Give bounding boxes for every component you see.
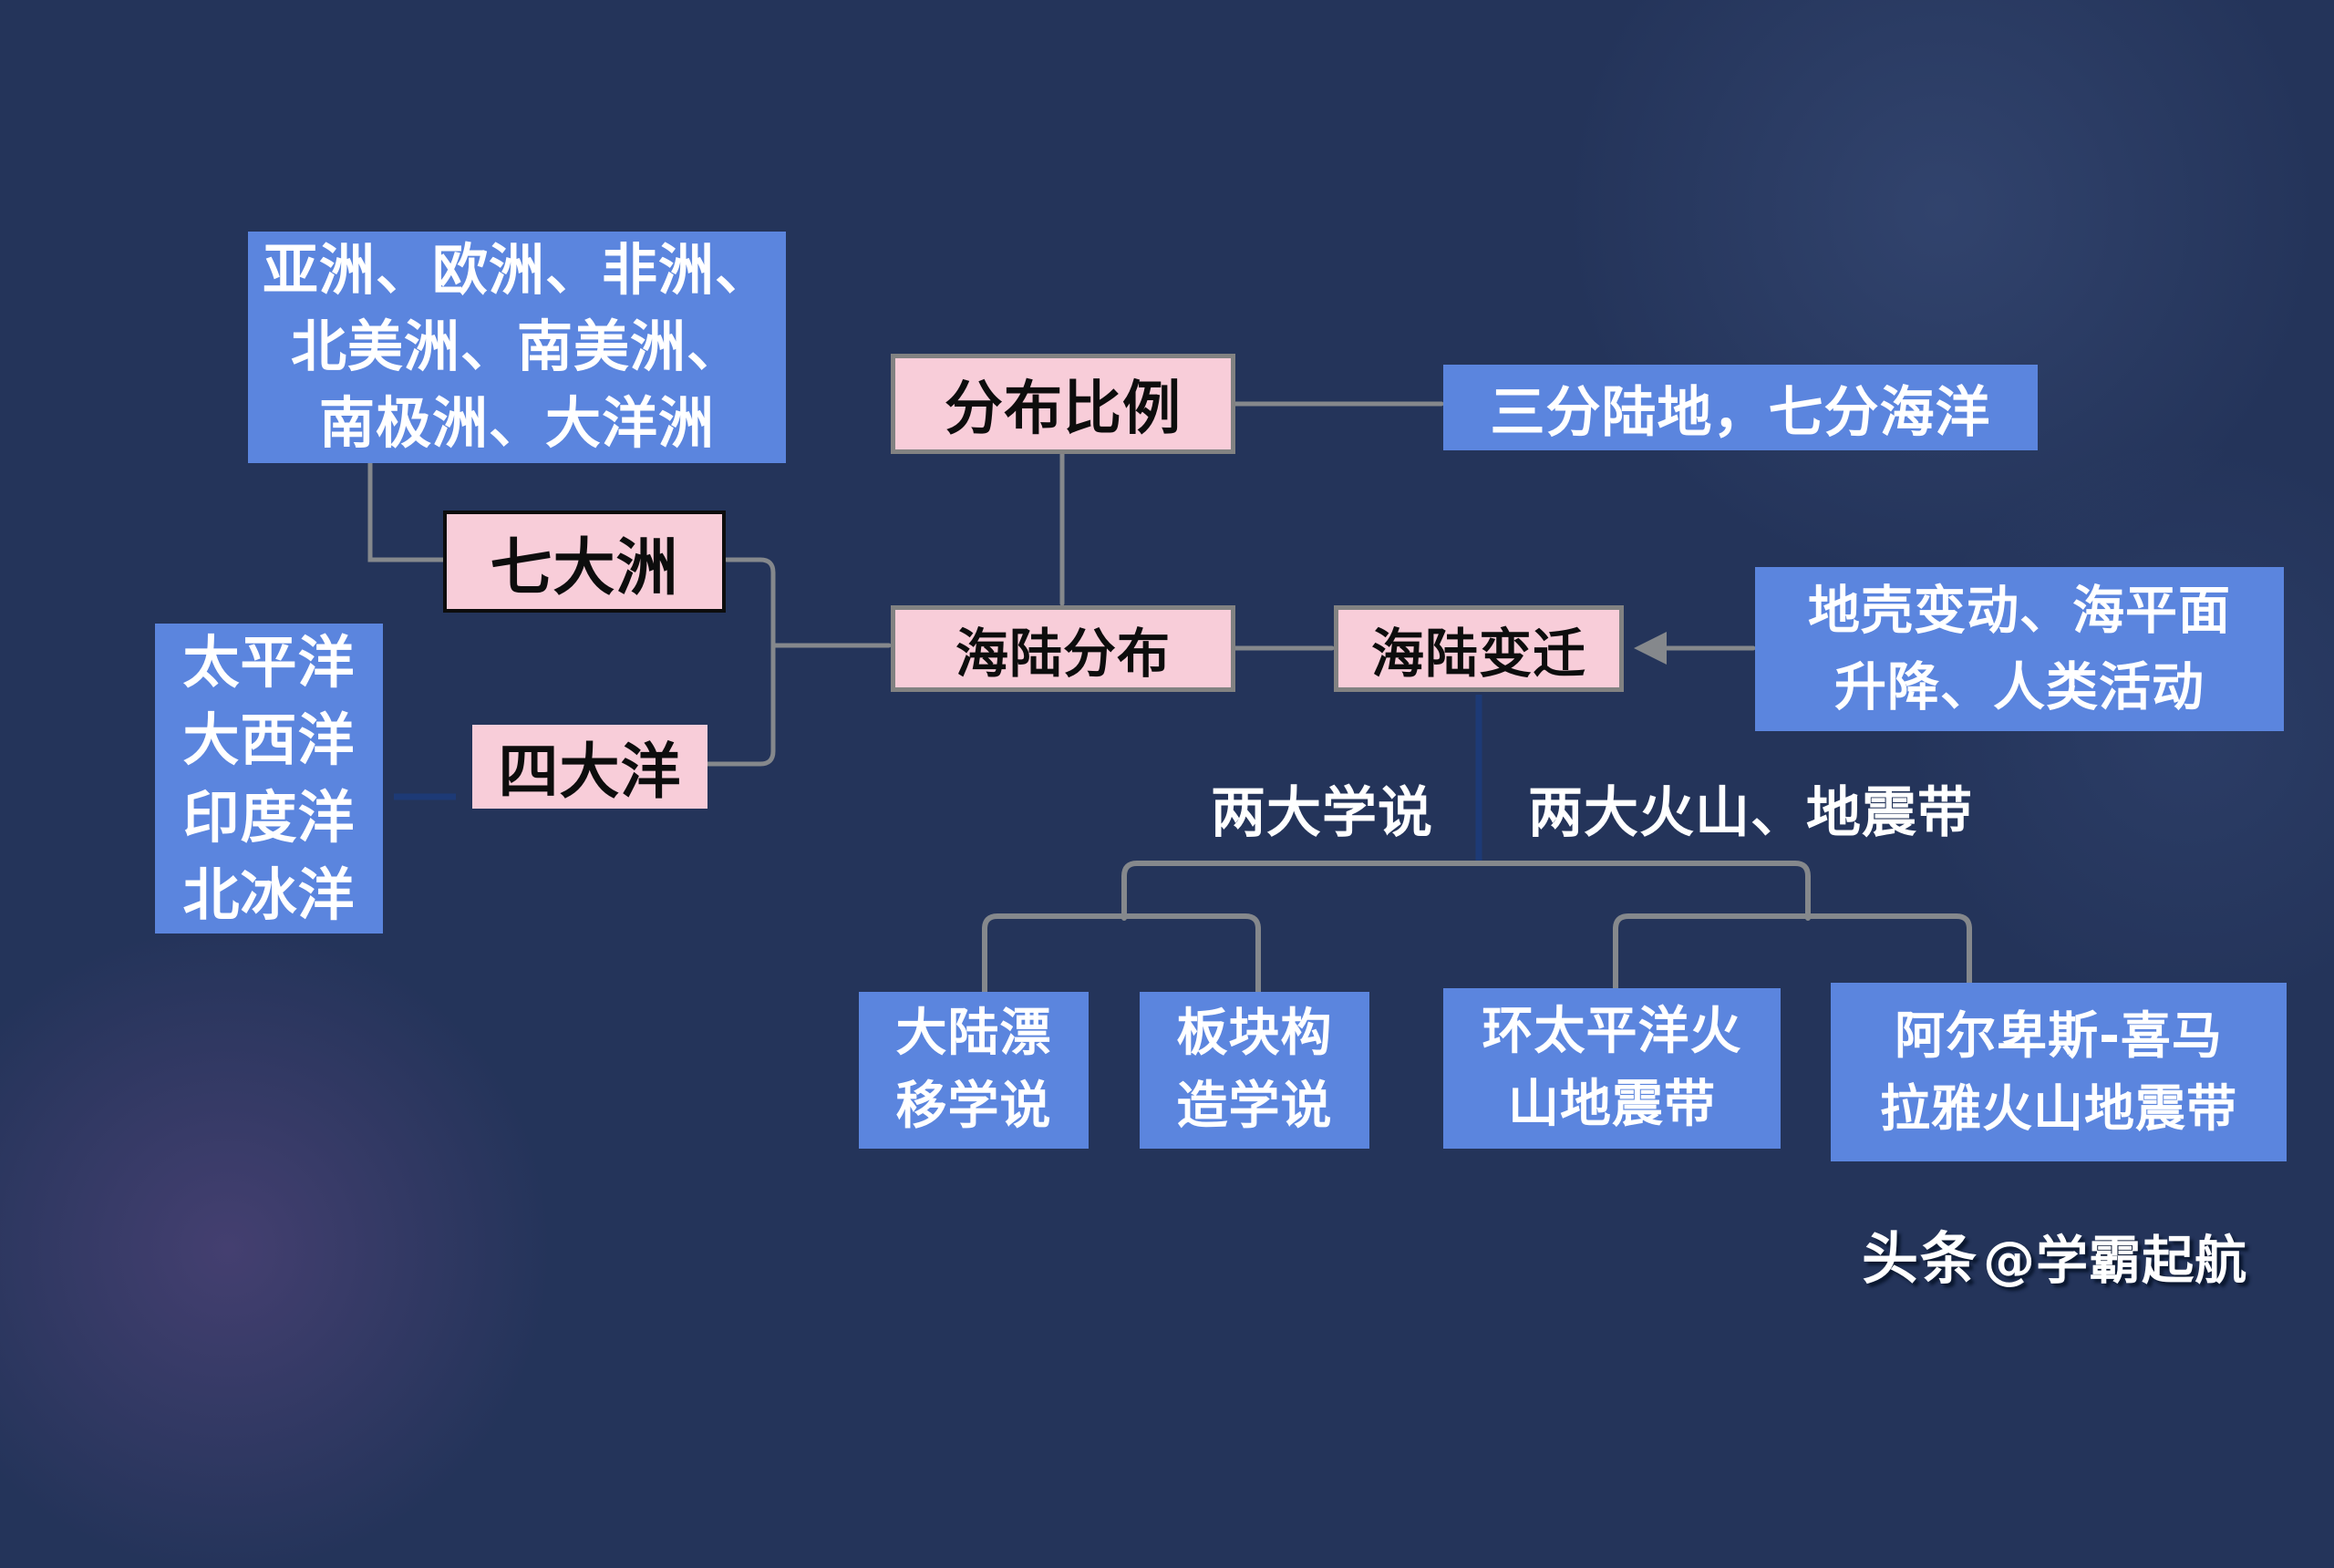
node-land-sea-change: 海陆变迁: [1334, 605, 1624, 692]
change-causes-line-2: 升降、人类活动: [1834, 657, 2205, 717]
continents-line-2: 北美洲、南美洲、: [290, 315, 743, 379]
node-land-sea-ratio: 三分陆地，七分海洋: [1443, 365, 2038, 450]
watermark-handle-text: @学霸起航: [1983, 1231, 2248, 1291]
four-oceans-label: 四大洋: [498, 737, 682, 807]
watermark-handle: @学霸起航: [1983, 1231, 2247, 1291]
continents-line-1: 亚洲、欧洲、非洲、: [262, 238, 771, 303]
change-causes-line-1: 地壳变动、海平面: [1808, 581, 2231, 641]
node-change-causes: 地壳变动、海平面 升降、人类活动: [1755, 567, 2284, 731]
node-alps-himalaya: 阿尔卑斯-喜马 拉雅火山地震带: [1831, 983, 2287, 1161]
alps-himalaya-line-1: 阿尔卑斯-喜马: [1895, 1006, 2223, 1065]
connector-continents-to-seven: [367, 460, 446, 562]
node-distribution-ratio: 分布比例: [891, 354, 1235, 454]
node-pacific-ring: 环太平洋火 山地震带: [1443, 988, 1781, 1149]
connector-brace-continents-oceans: [705, 557, 776, 767]
seven-continents-label: 七大洲: [490, 531, 679, 604]
label-two-belts: 两大火山、地震带: [1509, 769, 1992, 848]
node-plate-tectonics: 板块构 造学说: [1140, 992, 1369, 1149]
watermark: 头条 @学霸起航: [1862, 1212, 2299, 1295]
oceans-line-1: 太平洋: [182, 629, 356, 696]
node-oceans-list: 太平洋 大西洋 印度洋 北冰洋: [155, 624, 383, 934]
alps-himalaya-line-2: 拉雅火山地震带: [1879, 1079, 2237, 1138]
label-two-theories: 两大学说: [1185, 769, 1459, 848]
continents-line-3: 南极洲、大洋洲: [318, 391, 715, 456]
continental-drift-line-2: 移学说: [895, 1077, 1052, 1136]
watermark-brand: 头条: [1862, 1225, 1979, 1292]
connector-bracket-belts: [1613, 913, 1972, 991]
two-belts-text: 两大火山、地震带: [1528, 781, 1973, 845]
oceans-line-2: 大西洋: [182, 707, 356, 773]
continental-drift-line-1: 大陆漂: [895, 1004, 1052, 1063]
land-sea-change-label: 海陆变迁: [1370, 622, 1586, 685]
pacific-ring-line-2: 山地震带: [1508, 1075, 1716, 1134]
connector-bracket-theories: [982, 913, 1261, 995]
node-continental-drift: 大陆漂 移学说: [859, 992, 1089, 1149]
oceans-line-4: 北冰洋: [182, 861, 356, 928]
connector-lines: [367, 401, 1972, 995]
plate-tectonics-line-2: 造学说: [1176, 1077, 1333, 1136]
node-land-sea-distribution: 海陆分布: [891, 605, 1235, 692]
node-continents-list: 亚洲、欧洲、非洲、 北美洲、南美洲、 南极洲、大洋洲: [248, 232, 786, 463]
pacific-ring-line-1: 环太平洋火: [1482, 1002, 1742, 1061]
connector-bracket-level1: [1121, 861, 1811, 921]
land-sea-distribution-label: 海陆分布: [955, 622, 1171, 685]
plate-tectonics-line-1: 板块构: [1176, 1004, 1333, 1063]
left-arrowhead-icon: [1634, 632, 1667, 665]
node-seven-continents: 七大洲: [443, 511, 726, 613]
two-theories-text: 两大学说: [1211, 781, 1433, 845]
land-sea-ratio-label: 三分陆地，七分海洋: [1490, 380, 1991, 445]
oceans-line-3: 印度洋: [182, 784, 356, 851]
node-four-oceans: 四大洋: [472, 725, 707, 809]
distribution-ratio-label: 分布比例: [945, 376, 1182, 443]
